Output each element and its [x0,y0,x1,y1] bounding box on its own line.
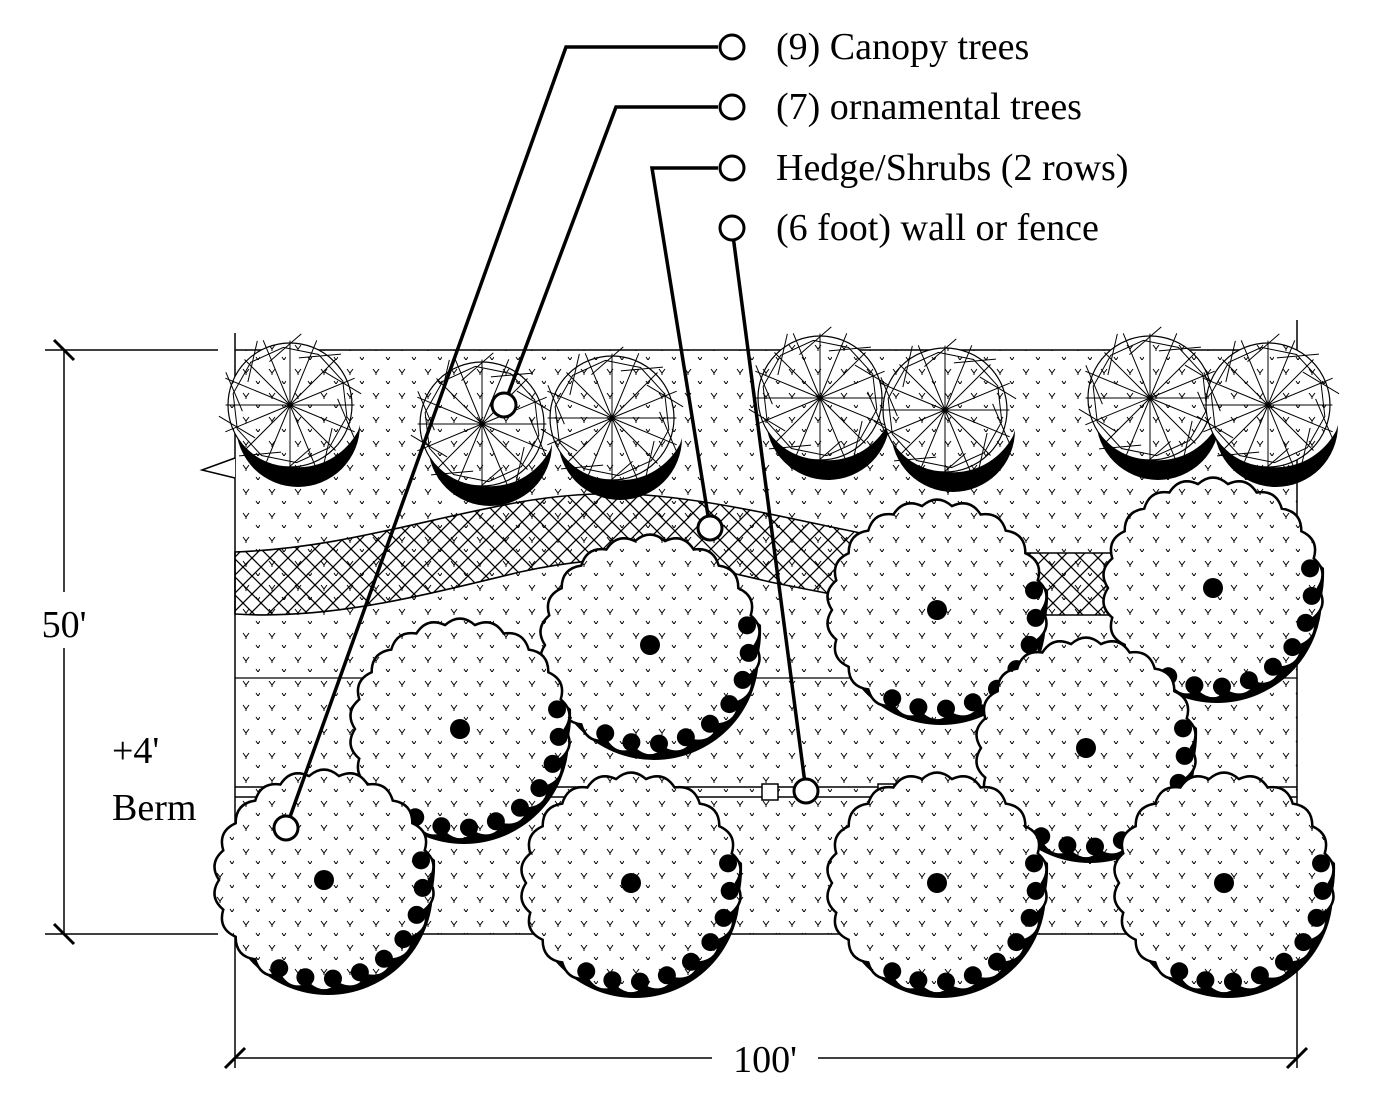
trunk-dot [927,600,947,620]
canopy-tree [1113,771,1336,998]
trunk-dot [640,635,660,655]
ornamental-tree [1078,326,1222,480]
wall-pointer [792,777,820,805]
canopy-tree [213,768,436,995]
canopy-tree [520,771,743,998]
legend-canopy: (9) Canopy trees [776,26,1029,68]
legend-hedge: Hedge/Shrubs (2 rows) [776,147,1129,189]
depth-label-mask [30,592,100,648]
trunk-dot [927,873,947,893]
canopy-tree [826,498,1049,725]
legend-ornamental: (7) ornamental trees [776,86,1082,128]
width-dimension [223,1046,1309,1070]
berm-height-label: +4' [112,730,159,772]
ornamental-tree [748,326,892,480]
trunk-dot [1203,578,1223,598]
canopy-tree [1102,476,1325,703]
berm-label: Berm [112,787,196,829]
hedge-pointer [696,514,724,542]
ornamental-trees-group [218,326,1340,506]
trunk-dot [450,719,470,739]
ornamental-tree [1196,333,1340,487]
trunk-dot [314,870,334,890]
leader-endpoints [272,33,820,842]
trunk-dot [1214,873,1234,893]
ornamental-tree [218,333,362,487]
canopy-legend-marker [718,33,746,61]
ornamental-tree [410,352,554,506]
ornamental-tree [873,338,1017,492]
ornamental-tree-pointer [490,391,518,419]
wall-legend-marker [718,214,746,242]
legend: (9) Canopy trees (7) ornamental trees He… [776,26,1129,249]
canopy-tree [826,771,1049,998]
ornamental-legend-marker [718,93,746,121]
canopy-tree [975,636,1198,863]
width-label: 100' [733,1039,797,1081]
depth-label: 50' [42,604,87,646]
canopy-tree [539,533,762,760]
canopy-trees-group [213,476,1336,998]
hedge-legend-marker [718,154,746,182]
trunk-dot [621,873,641,893]
ornamental-tree [540,346,684,500]
canopy-tree [349,617,572,844]
leader-lines [284,45,808,829]
canopy-tree-pointer [272,814,300,842]
trunk-dot [1076,738,1096,758]
legend-wall: (6 foot) wall or fence [776,207,1099,249]
fence-post [761,783,779,801]
